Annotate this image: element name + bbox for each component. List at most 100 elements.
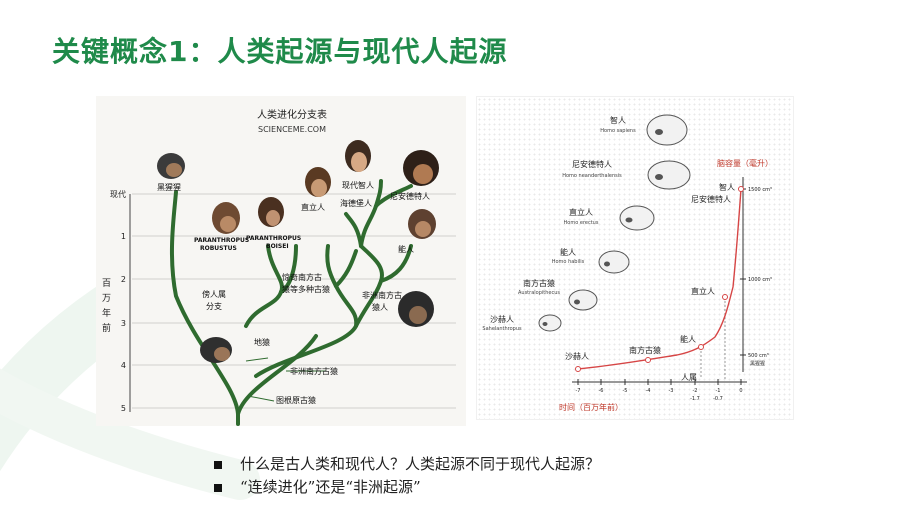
label-chimp: 黑猩猩 <box>157 182 181 192</box>
skull-habilis-icon <box>598 250 630 274</box>
brain-x-label: 时间（百万年前） <box>559 402 623 412</box>
chimp-head-icon <box>157 153 185 179</box>
y-tick-note: 黑猩猩 <box>750 360 765 367</box>
x-tick-0-7: -0.7 <box>713 396 723 402</box>
label-heidel: 海德堡人 <box>340 198 372 208</box>
evolution-tree-svg: 人类进化分支表 SCIENCEME.COM 现代 1 2 3 4 5 百 万 年… <box>102 108 456 426</box>
african-aus-line-2: 猿人 <box>372 302 388 312</box>
curve-label-sahel: 沙赫人 <box>565 352 589 361</box>
skull-sapiens-icon <box>646 114 688 146</box>
x-tick-6: -6 <box>599 388 604 394</box>
tree-subtitle: SCIENCEME.COM <box>258 125 326 134</box>
tick-3: 3 <box>121 319 126 328</box>
tree-branches <box>169 179 413 426</box>
species-cn-5: 沙赫人 <box>490 315 514 324</box>
y-tick-500: 500 cm³ <box>748 353 769 359</box>
skull-australopithecus-icon <box>568 289 598 311</box>
species-en-1: Homo neanderthalensis <box>562 173 622 179</box>
african-aus-line-1: 非洲南方古 <box>362 290 402 300</box>
bullet-item: 什么是古人类和现代人？人类起源不同于现代人起源？ <box>214 453 600 476</box>
bullet-square-icon <box>214 460 222 469</box>
species-en-4: Australopithecus <box>518 290 560 296</box>
boisei-line-1: PARANTHROPUS <box>246 235 301 242</box>
brain-volume-svg: 智人 尼安德特人 直立人 能人 南方古猿 沙赫人 Homo sapiens Ho… <box>482 114 773 412</box>
modern-human-head-icon <box>345 140 371 172</box>
habilis-head-icon <box>408 209 436 239</box>
bullet-item: “连续进化”还是“非洲起源” <box>214 476 600 499</box>
x-tick-4: -4 <box>646 388 651 394</box>
label-boisei: PARANTHROPUS BOISEI <box>246 235 303 250</box>
species-cn-2: 直立人 <box>569 207 593 217</box>
curve-label-erectus: 直立人 <box>691 286 715 296</box>
tick-modern: 现代 <box>110 189 126 199</box>
tree-title: 人类进化分支表 <box>257 108 327 121</box>
y-tick-1000: 1000 cm³ <box>748 277 772 283</box>
robustus-line-1: PARANTHROPUS <box>194 237 249 244</box>
species-cn-1: 尼安德特人 <box>572 159 612 169</box>
curve-label-sapiens: 智人 <box>719 182 735 192</box>
x-tick-5: -5 <box>623 388 628 394</box>
point-erectus <box>722 294 728 300</box>
tick-1: 1 <box>121 232 126 241</box>
brain-volume-figure: 智人 尼安德特人 直立人 能人 南方古猿 沙赫人 Homo sapiens Ho… <box>476 96 794 420</box>
x-tick-3: -3 <box>669 388 674 394</box>
erectus-head-icon <box>305 167 331 197</box>
x-tick-1-7: -1.7 <box>690 396 700 402</box>
label-erectus: 直立人 <box>301 202 325 212</box>
label-neanderthal: 尼安德特人 <box>390 191 430 201</box>
robustus-head-icon <box>212 202 240 234</box>
curve-label-genus: 人属 <box>681 373 697 382</box>
tick-2: 2 <box>121 275 126 284</box>
page-title: 关键概念1：人类起源与现代人起源 <box>52 35 508 68</box>
neanderthal-head-icon <box>403 150 439 186</box>
label-afarensis: 惊奇南方古 猿等多种古猿 <box>282 272 330 294</box>
point-austral <box>645 357 651 363</box>
bullet-text: “连续进化”还是“非洲起源” <box>240 478 421 496</box>
robustus-line-2: ROBUSTUS <box>200 245 237 252</box>
x-tick-0: 0 <box>739 388 742 394</box>
label-anamensis: 非洲南方古猿 <box>290 366 338 376</box>
axis-label-4: 前 <box>102 322 111 334</box>
species-en-2: Homo erectus <box>564 220 599 226</box>
curve-label-neander: 尼安德特人 <box>691 194 731 204</box>
label-orrorin: 图根原古猿 <box>276 395 316 405</box>
bullet-list: 什么是古人类和现代人？人类起源不同于现代人起源？ “连续进化”还是“非洲起源” <box>214 453 600 499</box>
species-en-5: Sahelanthropus <box>482 326 522 332</box>
species-cn-0: 智人 <box>610 115 626 125</box>
species-cn-4: 南方古猿 <box>523 278 555 288</box>
x-tick-1: -1 <box>716 388 721 394</box>
paranthropus-line-2: 分支 <box>206 301 222 311</box>
x-tick-2: -2 <box>693 388 698 394</box>
axis-label-1: 百 <box>102 278 111 289</box>
label-habilis: 能人 <box>398 244 414 254</box>
label-robustus: PARANTHROPUS ROBUSTUS <box>194 237 251 252</box>
point-sapiens <box>738 186 744 192</box>
tick-5: 5 <box>121 404 126 413</box>
boisei-head-icon <box>258 197 284 227</box>
species-en-0: Homo sapiens <box>600 128 636 134</box>
tick-4: 4 <box>121 361 126 370</box>
boisei-line-2: BOISEI <box>266 243 289 250</box>
label-paranthropus-group: 傍人属 分支 <box>202 289 229 311</box>
ardipithecus-head-icon <box>200 337 232 363</box>
axis-label-3: 年 <box>102 307 111 319</box>
brain-curve <box>577 188 742 370</box>
species-en-3: Homo habilis <box>552 259 585 265</box>
bullet-text: 什么是古人类和现代人？人类起源不同于现代人起源？ <box>240 455 601 473</box>
skull-neanderthal-icon <box>647 160 691 190</box>
point-sahel <box>575 366 581 372</box>
curve-label-austral: 南方古猿 <box>629 345 661 355</box>
curve-label-habilis: 能人 <box>680 334 696 344</box>
axis-label-2: 万 <box>102 294 111 304</box>
species-cn-3: 能人 <box>560 247 576 257</box>
point-habilis <box>698 344 704 350</box>
afarensis-line-1: 惊奇南方古 <box>282 272 322 282</box>
afarensis-line-2: 猿等多种古猿 <box>282 284 330 294</box>
label-modern: 现代智人 <box>342 180 374 190</box>
x-tick-7: -7 <box>576 388 581 394</box>
skull-sahelanthropus-icon <box>538 314 562 332</box>
brain-chart-title: 脑容量（毫升） <box>717 158 773 168</box>
bullet-square-icon <box>214 483 222 492</box>
paranthropus-line-1: 傍人属 <box>202 289 226 299</box>
skull-erectus-icon <box>619 205 655 231</box>
